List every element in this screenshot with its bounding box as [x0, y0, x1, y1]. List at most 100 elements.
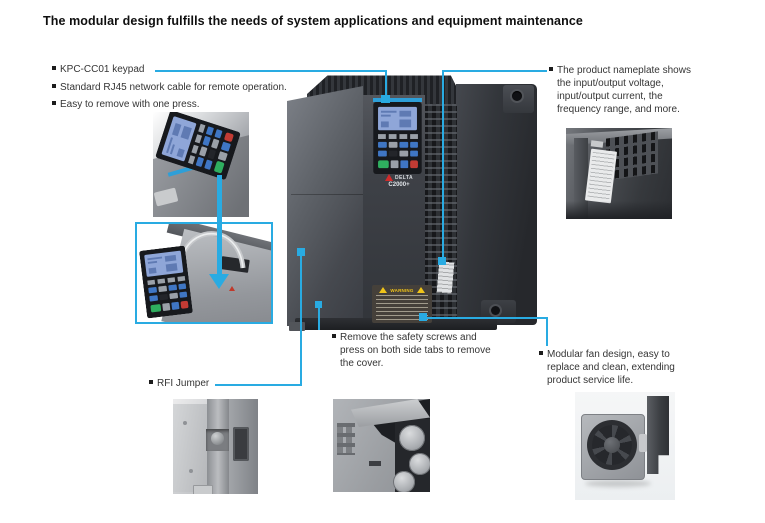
rfi-jumper-callout-text: RFI Jumper — [149, 377, 209, 390]
fan-callout-line: product service life. — [547, 375, 634, 386]
bullet-square-icon — [52, 101, 56, 106]
keypad-callout-line-h — [155, 70, 387, 72]
photo-edge-column — [574, 138, 588, 219]
bullet-square-icon — [332, 334, 336, 339]
photo-latch — [590, 140, 604, 148]
page-title: The modular design fulfills the needs of… — [43, 14, 583, 28]
drive-mounting-hole-top — [512, 91, 522, 101]
keypad-cable-photo — [135, 222, 273, 324]
fan-callout-label: Modular fan design, easy to — [547, 349, 670, 360]
keypad-removal-arrow-icon — [209, 274, 229, 289]
bullet-square-icon — [549, 67, 553, 72]
drive-keypad — [373, 102, 422, 174]
keypad-callout-item: Standard RJ45 network cable for remote o… — [52, 81, 287, 94]
fan-callout-marker — [419, 313, 427, 321]
photo-fan-hub — [604, 437, 620, 453]
keypad-callout-label: Easy to remove with one press. — [60, 99, 200, 110]
drive-model-text: C2000+ — [388, 182, 410, 188]
photo-screw-dot — [183, 421, 187, 425]
bullet-square-icon — [52, 83, 56, 88]
fan-callout-line-h — [425, 317, 548, 319]
photo-left-face — [173, 404, 207, 492]
nameplate-photo — [566, 128, 672, 219]
drive-warning-label: WARNING — [372, 285, 432, 323]
keypad-callout-item: KPC-CC01 keypad — [52, 63, 287, 76]
drive-front-cover — [287, 86, 363, 326]
bullet-square-icon — [539, 351, 543, 356]
nameplate-callout-marker — [438, 257, 446, 265]
photo-nameplate-text-lines — [587, 151, 615, 202]
drive-brand-text: DELTA — [395, 174, 413, 181]
photo-shadow — [585, 480, 651, 487]
cover-callout-marker — [315, 301, 322, 308]
cover-callout-text: Remove the safety screws and press on bo… — [332, 331, 491, 370]
keypad-callout-text: KPC-CC01 keypad Standard RJ45 network ca… — [52, 63, 287, 116]
photo-slot-dash — [369, 461, 381, 466]
keypad-callout-label: KPC-CC01 keypad — [60, 64, 145, 75]
drive-brand-logo: DELTA C2000+ — [371, 174, 427, 188]
photo-keypad — [139, 245, 193, 318]
photo-fan-rail — [647, 396, 669, 474]
drive-keypad-stripe — [373, 98, 422, 102]
photo-port-slot — [233, 427, 249, 461]
rfi-callout-line-h — [215, 384, 302, 386]
keypad-removal-photo — [153, 112, 249, 217]
drive-foot — [289, 322, 305, 331]
cover-callout-line-v — [318, 306, 320, 330]
photo-bottom-tab — [193, 485, 213, 494]
keypad-callout-marker — [381, 95, 390, 103]
nameplate-callout-line-h — [443, 70, 547, 72]
keypad-callout-item: Easy to remove with one press. — [52, 98, 287, 111]
nameplate-callout-line: the input/output voltage, — [557, 78, 664, 89]
keypad-removal-arrow-shaft — [217, 175, 222, 276]
fan-callout-text: Modular fan design, easy to replace and … — [539, 348, 675, 387]
photo-rfi-screw — [211, 432, 224, 445]
keypad-callout-line-v — [385, 70, 387, 98]
rfi-callout-line-v — [300, 254, 302, 386]
rj45-cable-icon — [180, 231, 246, 269]
drive-side-panel — [456, 84, 537, 325]
drive-base — [295, 318, 497, 330]
keypad-face-icon — [139, 245, 193, 318]
nameplate-callout-line-v — [442, 70, 444, 260]
rfi-jumper-label: RFI Jumper — [157, 378, 210, 389]
photo-nameplate-label — [584, 148, 618, 204]
cover-callout-line: press on both side tabs to remove — [340, 345, 491, 356]
cover-callout-line: Remove the safety screws and — [332, 331, 491, 344]
fan-callout-line: Modular fan design, easy to — [539, 348, 675, 361]
photo-bottom-shadow — [566, 201, 672, 219]
delta-triangle-icon — [229, 286, 235, 291]
warning-triangle-icon — [416, 287, 425, 293]
bullet-square-icon — [52, 66, 56, 71]
nameplate-callout-line: The product nameplate shows — [549, 64, 691, 77]
fan-module-photo — [575, 392, 675, 500]
fan-callout-line-v — [546, 317, 548, 346]
fan-callout-line: replace and clean, extending — [547, 362, 675, 373]
drive-warning-title: WARNING — [390, 287, 414, 293]
photo-capacitor — [409, 453, 430, 475]
drive-mounting-hole-bottom — [491, 306, 500, 315]
photo-fan-clip — [639, 434, 647, 452]
delta-triangle-icon — [385, 174, 394, 181]
cover-callout-label: Remove the safety screws and — [340, 332, 477, 343]
photo-side-vents — [337, 423, 355, 455]
cover-callout-line: the cover. — [340, 358, 384, 369]
nameplate-callout-line: frequency range, and more. — [557, 104, 680, 115]
photo-screw-dot — [189, 469, 193, 473]
warning-triangle-icon — [379, 287, 388, 293]
nameplate-callout-line: input/output current, the — [557, 91, 663, 102]
bullet-square-icon — [149, 380, 153, 385]
drive-cover-seam — [291, 194, 363, 195]
keypad-face-icon — [373, 102, 422, 174]
rfi-jumper-photo — [173, 399, 258, 494]
photo-capacitor — [393, 471, 415, 492]
drive-warning-header: WARNING — [372, 287, 432, 293]
rfi-callout-marker — [297, 248, 305, 256]
cover-removed-photo — [333, 399, 430, 492]
keypad-callout-label: Standard RJ45 network cable for remote o… — [60, 81, 287, 93]
photo-capacitor — [399, 425, 425, 451]
nameplate-callout-label: The product nameplate shows — [557, 65, 691, 76]
nameplate-callout-text: The product nameplate shows the input/ou… — [549, 64, 691, 116]
drive-product-image: DELTA C2000+ WARNING — [285, 70, 540, 334]
